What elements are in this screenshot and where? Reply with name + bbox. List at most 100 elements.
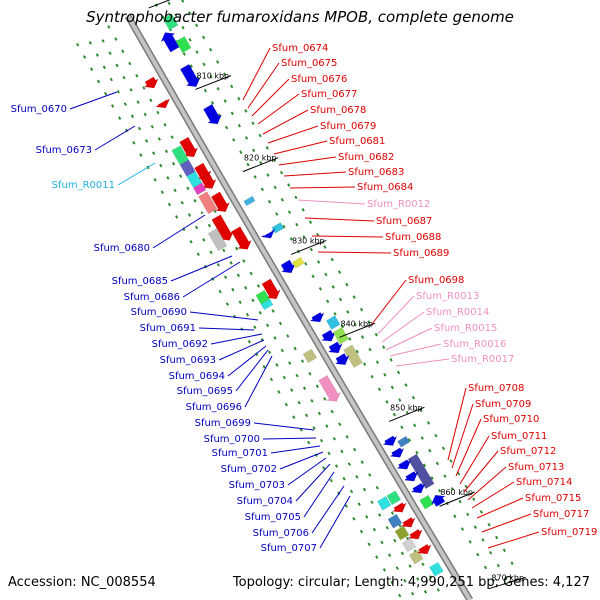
tick-mark (375, 360, 380, 365)
gene-label[interactable]: Sfum_0714 (516, 477, 572, 488)
gene-label[interactable]: Sfum_0686 (124, 292, 180, 303)
tick-mark (367, 320, 371, 324)
tick-mark (390, 580, 394, 585)
tick-mark (346, 310, 350, 314)
gene-box (162, 13, 179, 31)
tick-mark (96, 79, 101, 84)
kbp-label: 870 kbp (491, 573, 524, 582)
gene-label[interactable]: Sfum_0684 (357, 182, 413, 193)
tick-mark (275, 363, 279, 367)
gene-arrow (382, 435, 398, 446)
gene-label[interactable]: Sfum_R0013 (416, 291, 479, 302)
gene-label[interactable]: Sfum_0692 (152, 339, 208, 350)
gene-label[interactable]: Sfum_R0016 (443, 339, 506, 350)
tick-mark (231, 287, 235, 292)
gene-label[interactable]: Sfum_0717 (533, 509, 589, 520)
tick-mark (370, 500, 374, 505)
tick-mark (324, 272, 328, 277)
label-leader (385, 327, 433, 351)
gene-label[interactable]: Sfum_0701 (212, 448, 268, 459)
gene-box (386, 490, 402, 506)
gene-arrow (400, 517, 416, 528)
gene-label[interactable]: Sfum_0703 (229, 480, 285, 491)
gene-label[interactable]: Sfum_0674 (272, 43, 328, 54)
gene-arrow (403, 471, 419, 482)
gene-arrow (430, 494, 446, 507)
gene-label[interactable]: Sfum_0675 (281, 58, 337, 69)
tick-mark (340, 324, 345, 329)
gene-labels[interactable]: Sfum_0674Sfum_0675Sfum_0676Sfum_0677Sfum… (11, 43, 598, 554)
gene-label[interactable]: Sfum_0693 (160, 355, 216, 366)
gene-label[interactable]: Sfum_0700 (204, 434, 260, 445)
gene-label[interactable]: Sfum_0676 (291, 74, 347, 85)
gene-label[interactable]: Sfum_0709 (475, 399, 531, 410)
tick-mark (309, 247, 313, 252)
gene-arrow (416, 543, 432, 555)
tick-mark (171, 161, 176, 166)
gene-label[interactable]: Sfum_R0012 (367, 199, 430, 210)
tick-mark (365, 515, 369, 519)
gene-label[interactable]: Sfum_0690 (131, 307, 187, 318)
gene-label[interactable]: Sfum_0710 (483, 414, 539, 425)
gene-label[interactable]: Sfum_0689 (393, 248, 449, 259)
tick-mark (344, 504, 348, 508)
gene-label[interactable]: Sfum_0682 (338, 152, 394, 163)
tick-mark (224, 125, 229, 130)
gene-label[interactable]: Sfum_0719 (541, 527, 597, 538)
gene-label[interactable]: Sfum_0687 (376, 216, 432, 227)
tick-mark (390, 511, 395, 515)
gene-label[interactable]: Sfum_0681 (329, 136, 385, 147)
gene-label[interactable]: Sfum_R0014 (426, 307, 489, 318)
gene-arrow (203, 103, 223, 125)
gene-label[interactable]: Sfum_0715 (525, 493, 581, 504)
gene-label[interactable]: Sfum_0670 (11, 104, 67, 115)
gene-arrow (260, 228, 276, 239)
gene-label[interactable]: Sfum_0699 (195, 418, 251, 429)
gene-label[interactable]: Sfum_0702 (221, 464, 277, 475)
tick-mark (302, 386, 307, 391)
gene-label[interactable]: Sfum_0713 (508, 462, 564, 473)
gene-label[interactable]: Sfum_R0015 (434, 323, 497, 334)
gene-label[interactable]: Sfum_0685 (112, 276, 168, 287)
gene-label[interactable]: Sfum_0698 (408, 275, 464, 286)
tick-mark (359, 529, 364, 534)
gene-label[interactable]: Sfum_0688 (385, 232, 441, 243)
gene-label[interactable]: Sfum_R0011 (52, 180, 115, 191)
gene-label[interactable]: Sfum_0680 (94, 243, 150, 254)
gene-label[interactable]: Sfum_R0017 (451, 354, 514, 365)
tick-mark (292, 415, 296, 420)
gene-label[interactable]: Sfum_0691 (140, 323, 196, 334)
label-leader (476, 497, 524, 519)
gene-label[interactable]: Sfum_0705 (245, 512, 301, 523)
gene-label[interactable]: Sfum_0712 (500, 446, 556, 457)
kbp-label: 860 kbp (440, 488, 473, 497)
gene-label[interactable]: Sfum_0706 (253, 528, 309, 539)
gene-label[interactable]: Sfum_0678 (310, 105, 366, 116)
tick-mark (166, 176, 170, 180)
tick-mark (152, 151, 156, 156)
label-leader (273, 140, 328, 155)
label-leader (459, 435, 490, 485)
gene-label[interactable]: Sfum_0677 (301, 89, 357, 100)
gene-label[interactable]: Sfum_0694 (169, 371, 225, 382)
label-leader (210, 333, 263, 345)
gene-label[interactable]: Sfum_0708 (468, 383, 524, 394)
tick-mark (312, 426, 316, 430)
gene-label[interactable]: Sfum_0683 (348, 167, 404, 178)
tick-mark (167, 202, 172, 207)
gene-label[interactable]: Sfum_0679 (320, 121, 376, 132)
gene-label[interactable]: Sfum_0707 (261, 543, 317, 554)
gene-label[interactable]: Sfum_0711 (491, 431, 547, 442)
gene-arrow (334, 353, 350, 366)
tick-mark (180, 200, 184, 205)
tick-mark (271, 309, 275, 313)
gene-label[interactable]: Sfum_0695 (177, 386, 233, 397)
tick-mark (163, 123, 167, 127)
label-leader (311, 485, 345, 534)
gene-label[interactable]: Sfum_0673 (36, 145, 92, 156)
gene-box (243, 195, 256, 207)
tick-mark (316, 232, 320, 237)
gene-arrow (280, 259, 296, 274)
gene-label[interactable]: Sfum_0696 (186, 402, 242, 413)
gene-label[interactable]: Sfum_0704 (237, 496, 293, 507)
